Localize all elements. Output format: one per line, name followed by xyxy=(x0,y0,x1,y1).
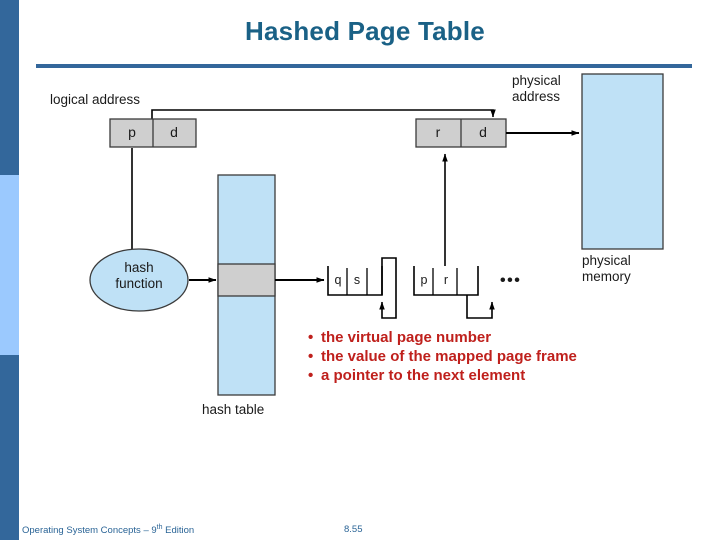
bullet-dot-icon: • xyxy=(308,348,314,366)
physical-address-label: physical address xyxy=(512,73,561,105)
physical-memory-label-line1: physical xyxy=(582,253,631,268)
logical-address-box xyxy=(109,118,197,148)
hash-table-column xyxy=(217,174,276,396)
chain-ellipsis: ••• xyxy=(500,272,522,289)
chain-field-description-list: • the virtual page number • the value of… xyxy=(308,328,588,386)
physical-memory-block xyxy=(581,73,664,250)
list-item: • a pointer to the next element xyxy=(308,366,588,385)
physical-memory-label-line2: memory xyxy=(582,268,631,284)
footer-course-label: Operating System Concepts – 9th Edition xyxy=(22,524,194,536)
title-divider xyxy=(36,64,692,68)
list-item-label: the value of the mapped page frame xyxy=(321,348,577,366)
chain2-cell-p: p xyxy=(420,273,428,287)
list-item-label: a pointer to the next element xyxy=(321,367,526,385)
page-title: Hashed Page Table xyxy=(245,16,485,46)
bullet-dot-icon: • xyxy=(308,367,314,385)
diagram-vector-graphics xyxy=(89,73,664,396)
chain-entry-2 xyxy=(413,266,495,319)
footer-course-prefix: Operating System Concepts – 9 xyxy=(22,525,157,537)
sidebar-band-bottom xyxy=(0,355,19,540)
logical-cell-p: p xyxy=(128,124,136,140)
list-item-label: the virtual page number xyxy=(321,329,492,346)
footer-course-suffix: Edition xyxy=(162,525,195,537)
hash-table-label: hash table xyxy=(202,402,265,417)
physical-address-label-line1: physical xyxy=(512,73,561,88)
chain-entry-1 xyxy=(327,257,397,319)
sidebar-band-middle xyxy=(0,175,19,355)
physical-memory-label: physical memory xyxy=(582,253,631,285)
footer-course-ordinal-suffix: th xyxy=(156,524,163,531)
list-item: • the value of the mapped page frame xyxy=(308,347,588,366)
sidebar-band-top xyxy=(0,0,19,175)
physical-cell-r: r xyxy=(435,124,441,140)
footer-page-number: 8.55 xyxy=(344,524,363,535)
logical-cell-d: d xyxy=(170,124,178,140)
list-item: • the virtual page number xyxy=(308,328,588,347)
chain1-cell-q: q xyxy=(334,273,342,287)
physical-address-label-line2: address xyxy=(512,88,561,104)
hash-table-selected-slot xyxy=(217,263,276,297)
chain1-cell-s: s xyxy=(353,273,361,287)
hash-function-label: hash function xyxy=(91,260,187,292)
bullet-dot-icon: • xyxy=(308,329,314,346)
hash-function-label-line2: function xyxy=(115,276,163,292)
logical-address-label: logical address xyxy=(50,92,141,107)
chain2-cell-r: r xyxy=(443,273,449,287)
hash-function-ellipse xyxy=(89,248,189,312)
hashed-page-table-diagram: logical address physical address physica… xyxy=(36,70,692,425)
physical-cell-d: d xyxy=(479,124,487,140)
hash-function-label-line1: hash xyxy=(124,260,154,275)
